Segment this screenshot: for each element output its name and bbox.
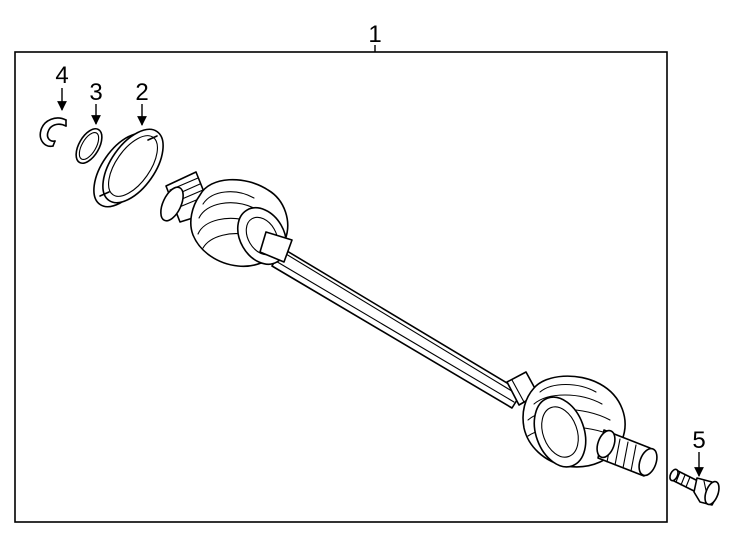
callout-1[interactable]: 1 xyxy=(368,21,382,52)
seal-icon xyxy=(93,128,164,208)
diagram-frame xyxy=(14,51,668,523)
callout-3-label: 3 xyxy=(89,79,102,106)
axle-shaft-icon xyxy=(160,171,658,477)
callout-3[interactable]: 3 xyxy=(89,79,103,125)
callout-4-label: 4 xyxy=(55,62,68,89)
callout-1-label: 1 xyxy=(368,21,381,48)
bolt-icon xyxy=(669,468,720,506)
callout-2-label: 2 xyxy=(135,79,148,106)
callout-5-label: 5 xyxy=(692,427,705,454)
callout-5[interactable]: 5 xyxy=(692,427,706,477)
callout-4[interactable]: 4 xyxy=(55,62,69,111)
snap-ring-icon xyxy=(39,117,67,148)
o-ring-icon xyxy=(75,128,103,164)
callout-2[interactable]: 2 xyxy=(135,79,149,126)
